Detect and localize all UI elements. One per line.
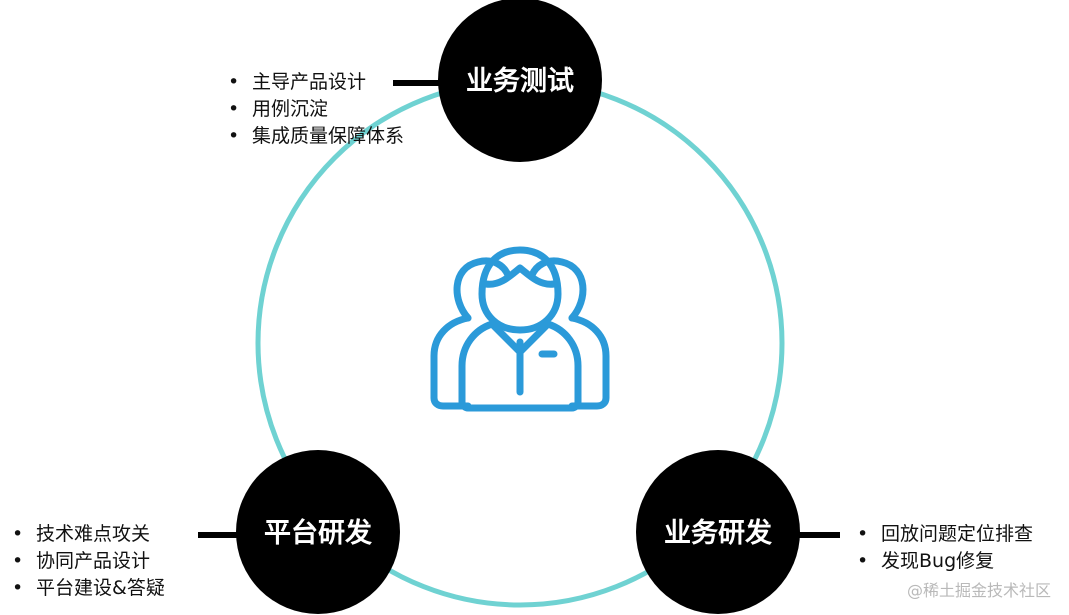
- list-item: 回放问题定位排查: [855, 521, 1033, 548]
- node-platform-dev: 平台研发: [236, 450, 400, 614]
- list-item: 用例沉淀: [226, 96, 404, 123]
- list-item: 平台建设&答疑: [10, 575, 165, 602]
- list-item: 集成质量保障体系: [226, 123, 404, 150]
- watermark-text: @稀土掘金技术社区: [906, 581, 1051, 600]
- list-item: 主导产品设计: [226, 69, 404, 96]
- list-business-testing: 主导产品设计 用例沉淀 集成质量保障体系: [226, 69, 404, 150]
- node-business-testing: 业务测试: [438, 0, 602, 162]
- list-item: 技术难点攻关: [10, 521, 165, 548]
- team-people-icon: [430, 246, 610, 412]
- node-label-left: 平台研发: [264, 517, 372, 549]
- list-item: 协同产品设计: [10, 548, 165, 575]
- node-label-top: 业务测试: [466, 66, 574, 97]
- node-label-right: 业务研发: [664, 517, 772, 549]
- node-business-dev: 业务研发: [636, 450, 800, 614]
- list-platform-dev: 技术难点攻关 协同产品设计 平台建设&答疑: [10, 521, 165, 602]
- list-business-dev: 回放问题定位排查 发现Bug修复: [855, 521, 1033, 575]
- list-item: 发现Bug修复: [855, 548, 1033, 575]
